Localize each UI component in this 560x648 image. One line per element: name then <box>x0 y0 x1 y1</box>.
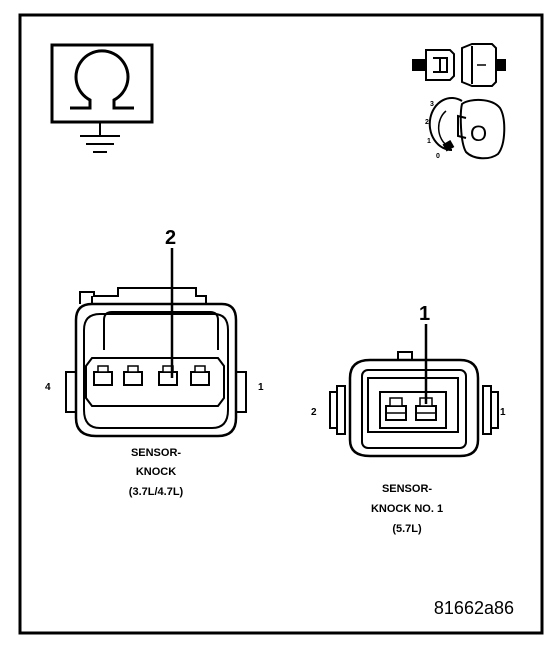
ohm-ground-icon <box>50 43 154 153</box>
disconnect-connector-icon <box>412 43 506 87</box>
sensor-b-callout-number: 1 <box>419 303 430 325</box>
key-pos-2: 2 <box>425 119 429 126</box>
key-glyph: O <box>470 121 487 146</box>
sensor-b-label-line3: (5.7L) <box>392 523 422 535</box>
sensor-b-label-line2: KNOCK NO. 1 <box>371 503 443 515</box>
sensor-a-label-line3: (3.7L/4.7L) <box>129 486 184 498</box>
sensor-a-callout-number: 2 <box>165 227 176 249</box>
sensor-knock-3.7-4.7-connector <box>65 248 247 438</box>
key-pos-1: 1 <box>427 138 431 145</box>
sensor-b-pin-right-label: 1 <box>500 407 506 418</box>
key-pos-0: 0 <box>436 153 440 160</box>
sensor-b-label-line1: SENSOR- <box>382 483 432 495</box>
sensor-a-label-line1: SENSOR- <box>131 447 181 459</box>
key-pos-3: 3 <box>430 101 434 108</box>
sensor-a-pin-left-label: 4 <box>45 382 51 393</box>
ignition-key-off-icon: 3 2 1 0 O <box>425 97 506 160</box>
figure-id: 81662a86 <box>434 598 514 618</box>
sensor-a-pin-right-label: 1 <box>258 382 264 393</box>
sensor-a-label-line2: KNOCK <box>136 466 176 478</box>
sensor-knock-no1-5.7-connector <box>329 324 499 458</box>
outer-border <box>18 13 544 635</box>
sensor-b-pin-left-label: 2 <box>311 407 317 418</box>
